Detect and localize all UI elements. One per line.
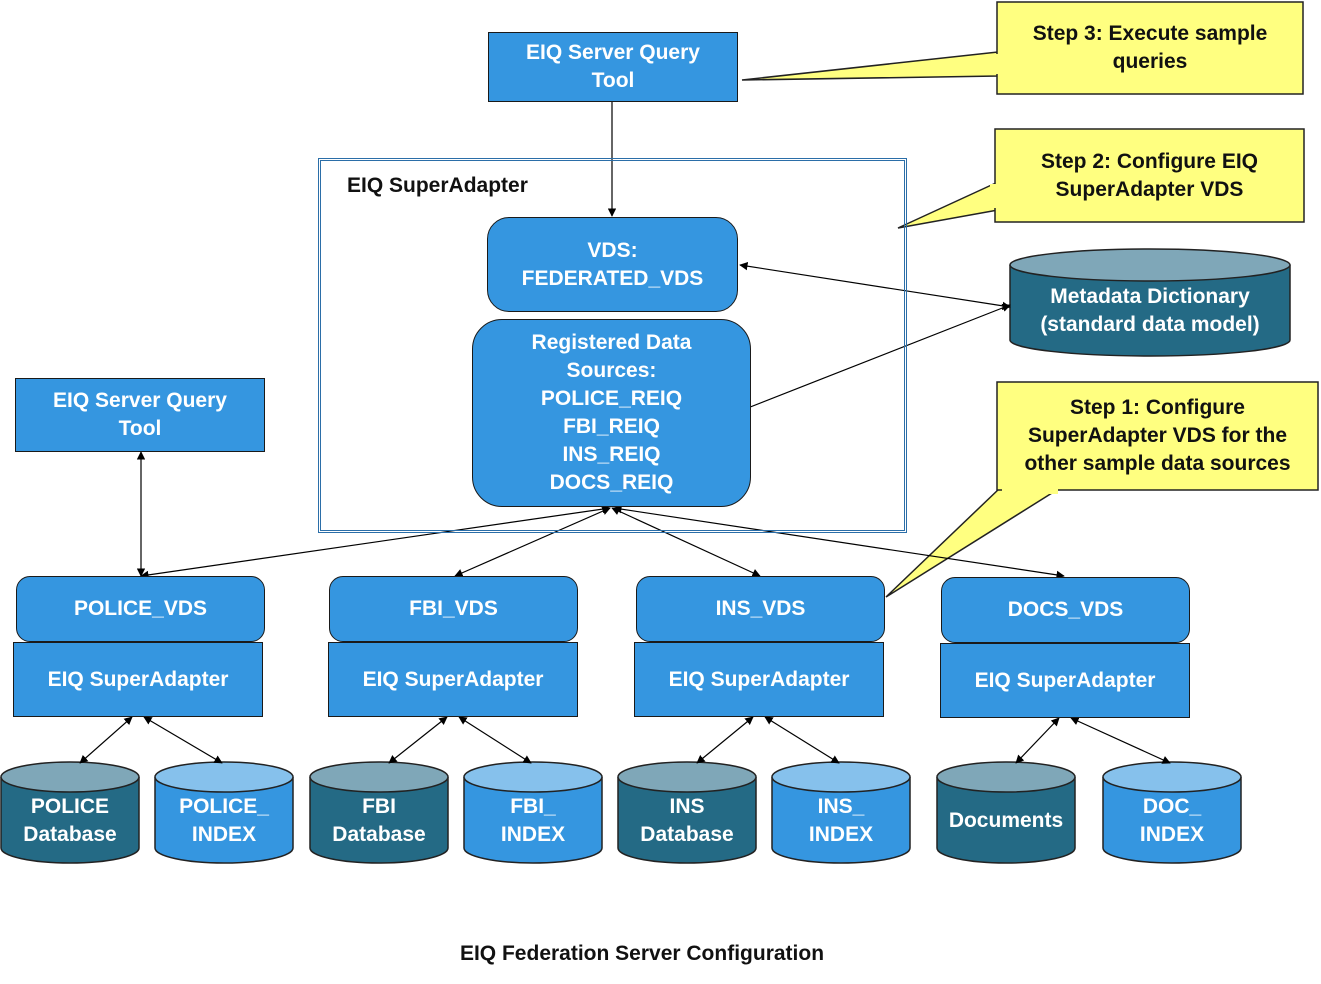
fbi-index-label: FBI_ INDEX — [500, 795, 566, 846]
callout-step3-shape — [741, 1, 1304, 95]
registered-sources-box: Registered Data Sources: POLICE_REIQ FBI… — [472, 319, 751, 507]
fbi-adapter-index-arrow — [458, 716, 532, 764]
diagram-caption: EIQ Federation Server Configuration — [459, 942, 825, 965]
federated-vds-box: VDS: FEDERATED_VDS — [487, 217, 738, 312]
fbi-database-cylinder — [309, 761, 449, 864]
fbi-adapter-db-arrow — [388, 716, 448, 764]
police-superadapter-box: EIQ SuperAdapter — [13, 642, 263, 717]
fbi-database-label: FBI Database — [332, 795, 426, 846]
ins-adapter-index-arrow — [764, 716, 840, 764]
arrow-sources-metadata — [739, 303, 1011, 413]
docs-superadapter-box: EIQ SuperAdapter — [940, 643, 1190, 718]
police-index-cylinder — [154, 761, 294, 864]
police-database-cylinder — [0, 761, 140, 864]
ins-index-label: INS_ INDEX — [808, 795, 874, 846]
docs-adapter-db-arrow — [1015, 717, 1060, 764]
docs-database-cylinder — [936, 761, 1076, 864]
ins-database-cylinder — [617, 761, 757, 864]
callout-step2-shape — [897, 128, 1305, 229]
docs-database-label: Documents — [948, 809, 1064, 832]
fbi-index-cylinder — [463, 761, 603, 864]
metadata-dictionary-label: Metadata Dictionary (standard data model… — [1040, 285, 1260, 336]
docs-adapter-index-arrow — [1070, 717, 1171, 764]
callout-step1: Step 1: Configure SuperAdapter VDS for t… — [1024, 396, 1291, 475]
police-adapter-index-arrow — [143, 716, 223, 764]
police-vds-box: POLICE_VDS — [16, 576, 265, 642]
callout-step2: Step 2: Configure EIQ SuperAdapter VDS — [1040, 149, 1258, 201]
ins-index-cylinder — [771, 761, 911, 864]
left-query-tool-box: EIQ Server Query Tool — [15, 378, 265, 452]
ins-vds-box: INS_VDS — [636, 576, 885, 642]
police-database-label: POLICE Database — [23, 795, 117, 846]
top-query-tool-box: EIQ Server Query Tool — [488, 32, 738, 102]
ins-adapter-db-arrow — [696, 716, 754, 764]
arrow-vds-metadata — [739, 262, 1011, 310]
docs-index-cylinder — [1102, 761, 1242, 864]
ins-database-label: INS Database — [640, 795, 734, 846]
arrow-sources-fbi — [454, 507, 611, 577]
fbi-vds-box: FBI_VDS — [329, 576, 578, 642]
docs-vds-box: DOCS_VDS — [941, 577, 1190, 643]
police-index-label: POLICE_ INDEX — [179, 795, 269, 846]
arrow-sources-docs — [613, 504, 1065, 580]
superadapter-frame-title: EIQ SuperAdapter — [347, 174, 528, 197]
fbi-superadapter-box: EIQ SuperAdapter — [328, 642, 578, 717]
ins-superadapter-box: EIQ SuperAdapter — [634, 642, 884, 717]
police-adapter-db-arrow — [79, 716, 133, 764]
callout-step3: Step 3: Execute sample queries — [1032, 22, 1268, 73]
superadapter-frame — [318, 158, 907, 533]
docs-index-label: DOC_ INDEX — [1139, 795, 1205, 846]
